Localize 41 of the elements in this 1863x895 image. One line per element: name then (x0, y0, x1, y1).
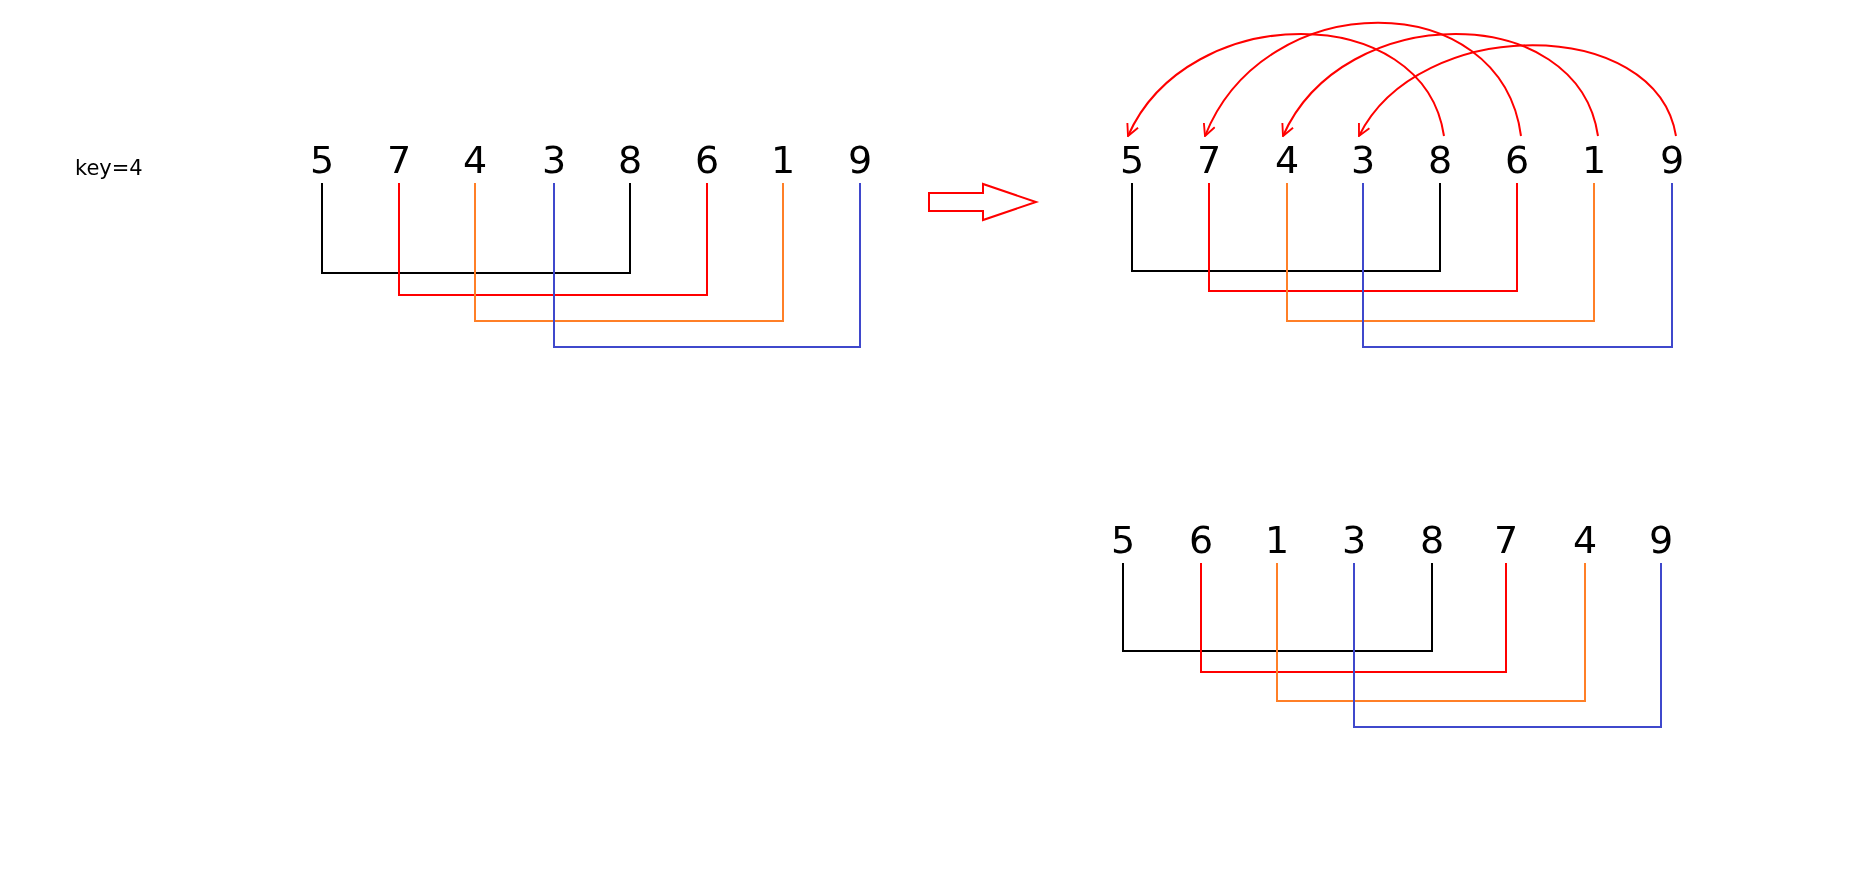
array-element: 8 (1422, 137, 1458, 183)
swap-arrow (1358, 44, 1677, 137)
array-element: 5 (1114, 137, 1150, 183)
array-element: 1 (1576, 137, 1612, 183)
bracket-line (474, 182, 784, 322)
bracket-line (553, 182, 861, 348)
bracket-line (1353, 562, 1662, 728)
swap-arrow (1127, 33, 1445, 137)
array-element: 3 (1345, 137, 1381, 183)
array-element: 1 (765, 137, 801, 183)
bracket-line (321, 182, 631, 274)
array-element: 8 (1414, 517, 1450, 563)
array-element: 4 (1567, 517, 1603, 563)
array-element: 9 (842, 137, 878, 183)
array-element: 3 (1336, 517, 1372, 563)
array-element: 4 (457, 137, 493, 183)
array-element: 5 (304, 137, 340, 183)
bracket-line (1362, 182, 1673, 348)
swap-arrow (1204, 21, 1522, 137)
array-element: 7 (1488, 517, 1524, 563)
array-element: 8 (612, 137, 648, 183)
array-element: 4 (1269, 137, 1305, 183)
array-element: 6 (689, 137, 725, 183)
array-element: 9 (1643, 517, 1679, 563)
array-element: 7 (381, 137, 417, 183)
swap-arrow (1282, 33, 1599, 137)
bracket-line (1286, 182, 1595, 322)
array-element: 6 (1499, 137, 1535, 183)
key-note: key=4 (75, 156, 143, 180)
bracket-line (1276, 562, 1586, 702)
array-element: 6 (1183, 517, 1219, 563)
bracket-line (1131, 182, 1441, 272)
bracket-line (1208, 182, 1518, 292)
array-element: 9 (1654, 137, 1690, 183)
bracket-line (1200, 562, 1507, 673)
array-element: 5 (1105, 517, 1141, 563)
bracket-line (398, 182, 708, 296)
bracket-line (1122, 562, 1433, 652)
array-element: 1 (1259, 517, 1295, 563)
array-element: 3 (536, 137, 572, 183)
array-element: 7 (1191, 137, 1227, 183)
